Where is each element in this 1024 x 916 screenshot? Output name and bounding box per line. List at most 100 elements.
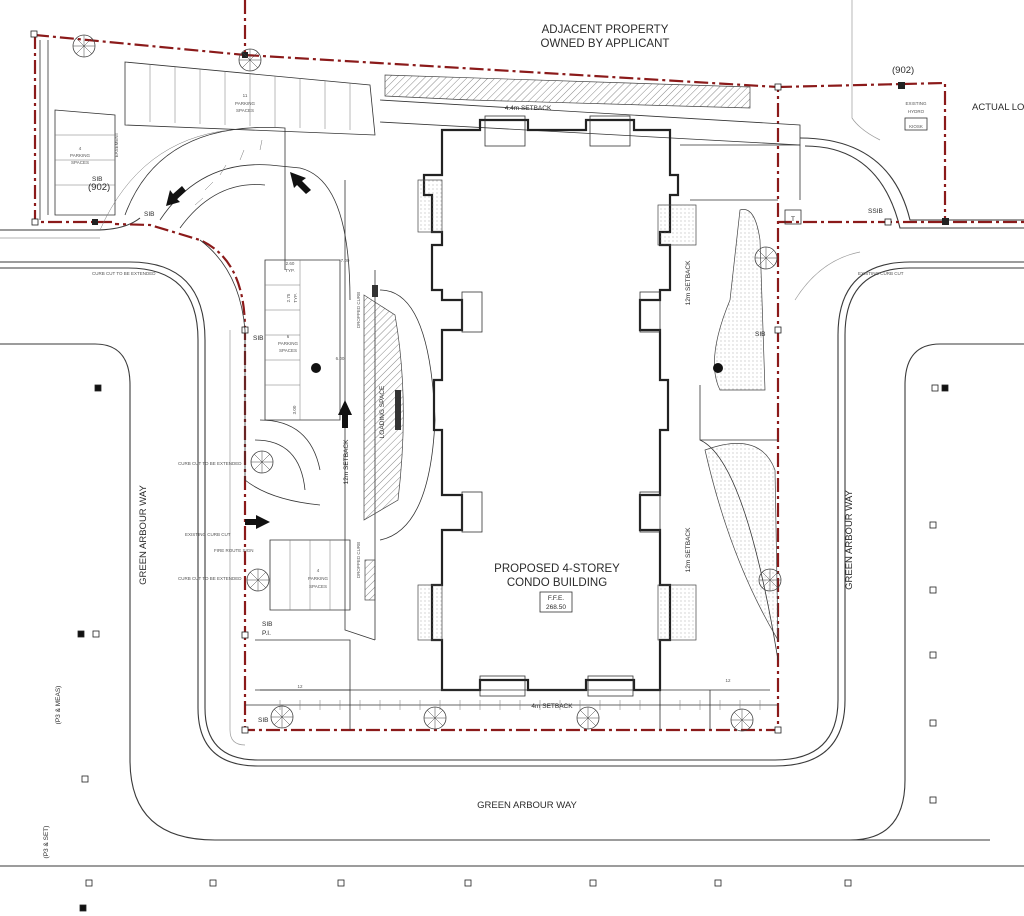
road-edge-left-curb <box>0 267 1024 767</box>
arrow-icon <box>338 400 352 428</box>
tree <box>238 48 262 72</box>
parking-label: PARKING <box>308 576 328 581</box>
dimension-label: TYP. <box>285 268 294 273</box>
sib-label: SIB <box>755 331 765 338</box>
utility-pole <box>713 363 723 373</box>
north-slope-strip <box>384 74 751 109</box>
road-edge-left-outer <box>0 261 1024 761</box>
dimension-label: 12 <box>297 684 303 689</box>
fire-route-note: FIRE ROUTE SIGN <box>214 548 254 553</box>
tree <box>250 450 274 474</box>
t-box <box>784 209 802 225</box>
dropped-curb-label: DROPPED CURB <box>356 292 361 328</box>
loading-space-label: LOADING SPACE <box>379 385 386 438</box>
parking-count: 4 <box>317 568 320 573</box>
easement-label: EASEMENT <box>114 132 119 157</box>
parking-label: SPACES <box>236 108 254 113</box>
balcony-nw <box>417 179 443 233</box>
parking-label: PARKING <box>70 153 90 158</box>
curb-cut-note: CURB CUT TO BE EXTENDED <box>178 461 242 466</box>
dimension-label: 3.00 <box>292 405 297 414</box>
loading-door <box>395 390 401 430</box>
road-edge-right-block <box>849 343 1024 841</box>
survey-marker <box>884 218 892 226</box>
dimension-label: 12 <box>725 678 731 683</box>
sib-label: SIB <box>253 335 263 342</box>
survey-marker <box>774 83 782 91</box>
road-edge-inner-block <box>0 343 990 841</box>
setback-east-upper: 12m SETBACK <box>685 260 692 305</box>
dimension-label: 7.00 <box>341 258 350 263</box>
arrow-icon <box>290 172 311 194</box>
ffe-value: 268.50 <box>546 604 566 611</box>
tree <box>730 708 754 732</box>
existing-curb-note: EXISTING CURB CUT <box>185 532 231 537</box>
survey-marker <box>241 631 249 639</box>
dimension-label: 2.60 <box>286 261 295 266</box>
balcony-ne <box>657 204 697 246</box>
balcony-n1 <box>484 115 526 147</box>
ffe-box <box>539 591 573 613</box>
tree <box>270 705 294 729</box>
parking-count: 6 <box>287 334 290 339</box>
hydro-kiosk-label: KIOSK <box>909 124 923 129</box>
parking-label: SPACES <box>309 584 327 589</box>
dimension-label: TYP. <box>293 293 298 302</box>
survey-marker <box>30 30 38 38</box>
road-edge-north-left <box>0 217 141 231</box>
balcony-e1 <box>639 291 661 333</box>
parking-count: 11 <box>243 93 248 98</box>
survey-marker <box>774 326 782 334</box>
road-edge-north-right-driveway <box>851 0 881 141</box>
arrow-icon <box>166 186 186 206</box>
tree <box>72 34 96 58</box>
property-line-main <box>114 53 780 732</box>
balcony-se <box>657 584 697 641</box>
tree <box>754 246 778 270</box>
ffe-label: F.F.E. <box>548 595 564 602</box>
survey-note: (P3 & SET) <box>43 826 50 859</box>
actual-lot-label: ACTUAL LO <box>972 102 1024 113</box>
east-planting-upper <box>714 209 766 391</box>
balcony-e2 <box>639 491 661 533</box>
road-network <box>0 0 1024 867</box>
arrow-icon <box>245 515 270 529</box>
balcony-sw <box>417 584 443 641</box>
building-label: CONDO BUILDING <box>507 577 607 589</box>
setback-east-lower: 12m SETBACK <box>685 527 692 572</box>
road-label-right: GREEN ARBOUR WAY <box>844 489 855 589</box>
lot-number-left: (902) <box>88 182 110 193</box>
survey-marker <box>898 82 905 89</box>
sib-label: SIB <box>144 211 154 218</box>
property-line-east-parcel <box>777 81 1024 224</box>
curb-cut-note: CURB CUT TO BE EXTENDED <box>92 271 156 276</box>
survey-marker <box>774 726 782 734</box>
balcony-s1 <box>479 675 526 697</box>
south-dim-line <box>245 689 778 706</box>
parking-label: SPACES <box>71 160 89 165</box>
hydro-kiosk-label: HYDRO <box>908 109 925 114</box>
curb-stub <box>364 559 376 601</box>
east-planting-lower <box>704 443 779 642</box>
curb-cut-note: CURB CUT TO BE EXTENDED <box>178 576 242 581</box>
east-landscape <box>311 117 928 661</box>
road-edge-north-right <box>799 137 1024 221</box>
traffic-arrows <box>166 172 352 529</box>
t-box-label: T <box>791 216 795 223</box>
road-label-bottom: GREEN ARBOUR WAY <box>477 800 577 811</box>
tree <box>423 706 447 730</box>
balcony-w2 <box>461 491 483 533</box>
loading-space <box>363 294 404 521</box>
parking-label: PARKING <box>235 101 255 106</box>
tree <box>576 706 600 730</box>
dimension-label: 2.75 <box>286 293 291 302</box>
sib-label: SIB <box>258 717 268 724</box>
survey-marker <box>942 218 949 225</box>
survey-note: (P3 & MEAS) <box>55 686 62 725</box>
sib-label: SIB <box>262 621 272 628</box>
adjacent-property-label: ADJACENT PROPERTY <box>542 24 669 36</box>
setback-south: 4m SETBACK <box>531 703 573 710</box>
west-ramp <box>99 126 351 506</box>
ssib-label: SSIB <box>868 208 883 215</box>
lot-number-right: (902) <box>892 65 914 76</box>
